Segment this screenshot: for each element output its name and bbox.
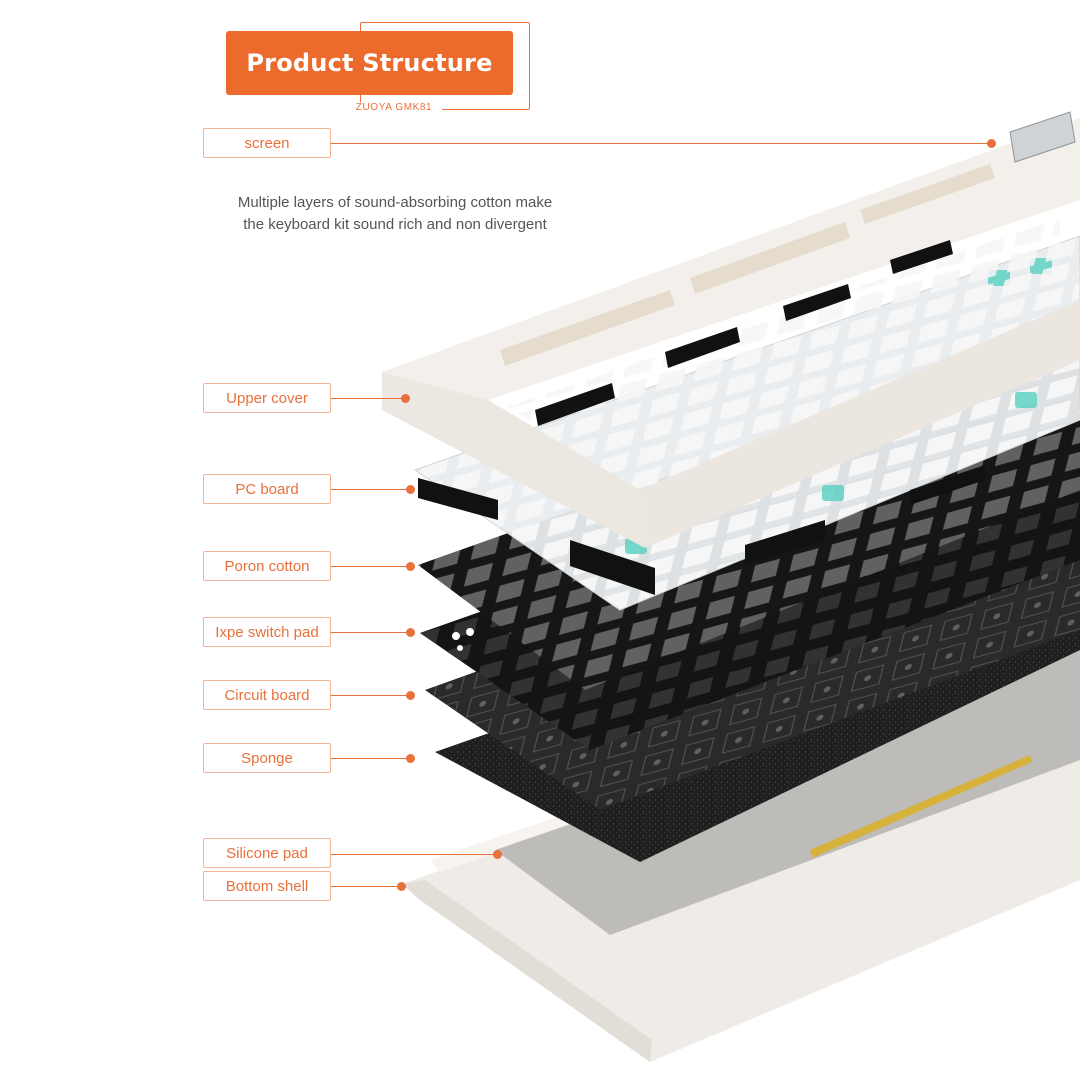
label-sponge: Sponge (203, 743, 331, 773)
leader-dot-pc-board (406, 485, 415, 494)
leader-dot-sponge (406, 754, 415, 763)
leader-line-screen (331, 143, 991, 144)
leader-line-ixpe-switch-pad (331, 632, 411, 633)
label-poron-cotton: Poron cotton (203, 551, 331, 581)
leader-dot-silicone-pad (493, 850, 502, 859)
label-silicone-pad: Silicone pad (203, 838, 331, 868)
leader-line-upper-cover (331, 398, 405, 399)
label-screen: screen (203, 128, 331, 158)
upper-cover-illustration (382, 111, 1080, 548)
page-title: Product Structure (226, 31, 513, 95)
leader-line-silicone-pad (331, 854, 497, 855)
leader-line-poron-cotton (331, 566, 411, 567)
label-pc-board: PC board (203, 474, 331, 504)
description-line-1: Multiple layers of sound-absorbing cotto… (237, 194, 553, 211)
leader-dot-poron-cotton (406, 562, 415, 571)
leader-line-sponge (331, 758, 411, 759)
leader-dot-circuit-board (406, 691, 415, 700)
label-bottom-shell: Bottom shell (203, 871, 331, 901)
leader-dot-upper-cover (401, 394, 410, 403)
leader-dot-screen (987, 139, 996, 148)
label-upper-cover: Upper cover (203, 383, 331, 413)
description-text: Multiple layers of sound-absorbing cotto… (180, 192, 610, 236)
leader-dot-bottom-shell (397, 882, 406, 891)
leader-dot-ixpe-switch-pad (406, 628, 415, 637)
product-model-subtitle: ZUOYA GMK81 (346, 102, 442, 113)
description-line-2: the keyboard kit sound rich and non dive… (243, 216, 547, 233)
leader-line-bottom-shell (331, 886, 401, 887)
leader-line-circuit-board (331, 695, 411, 696)
label-ixpe-switch-pad: Ixpe switch pad (203, 617, 331, 647)
silicone-pad-illustration (495, 650, 1080, 935)
label-circuit-board: Circuit board (203, 680, 331, 710)
leader-line-pc-board (331, 489, 411, 490)
